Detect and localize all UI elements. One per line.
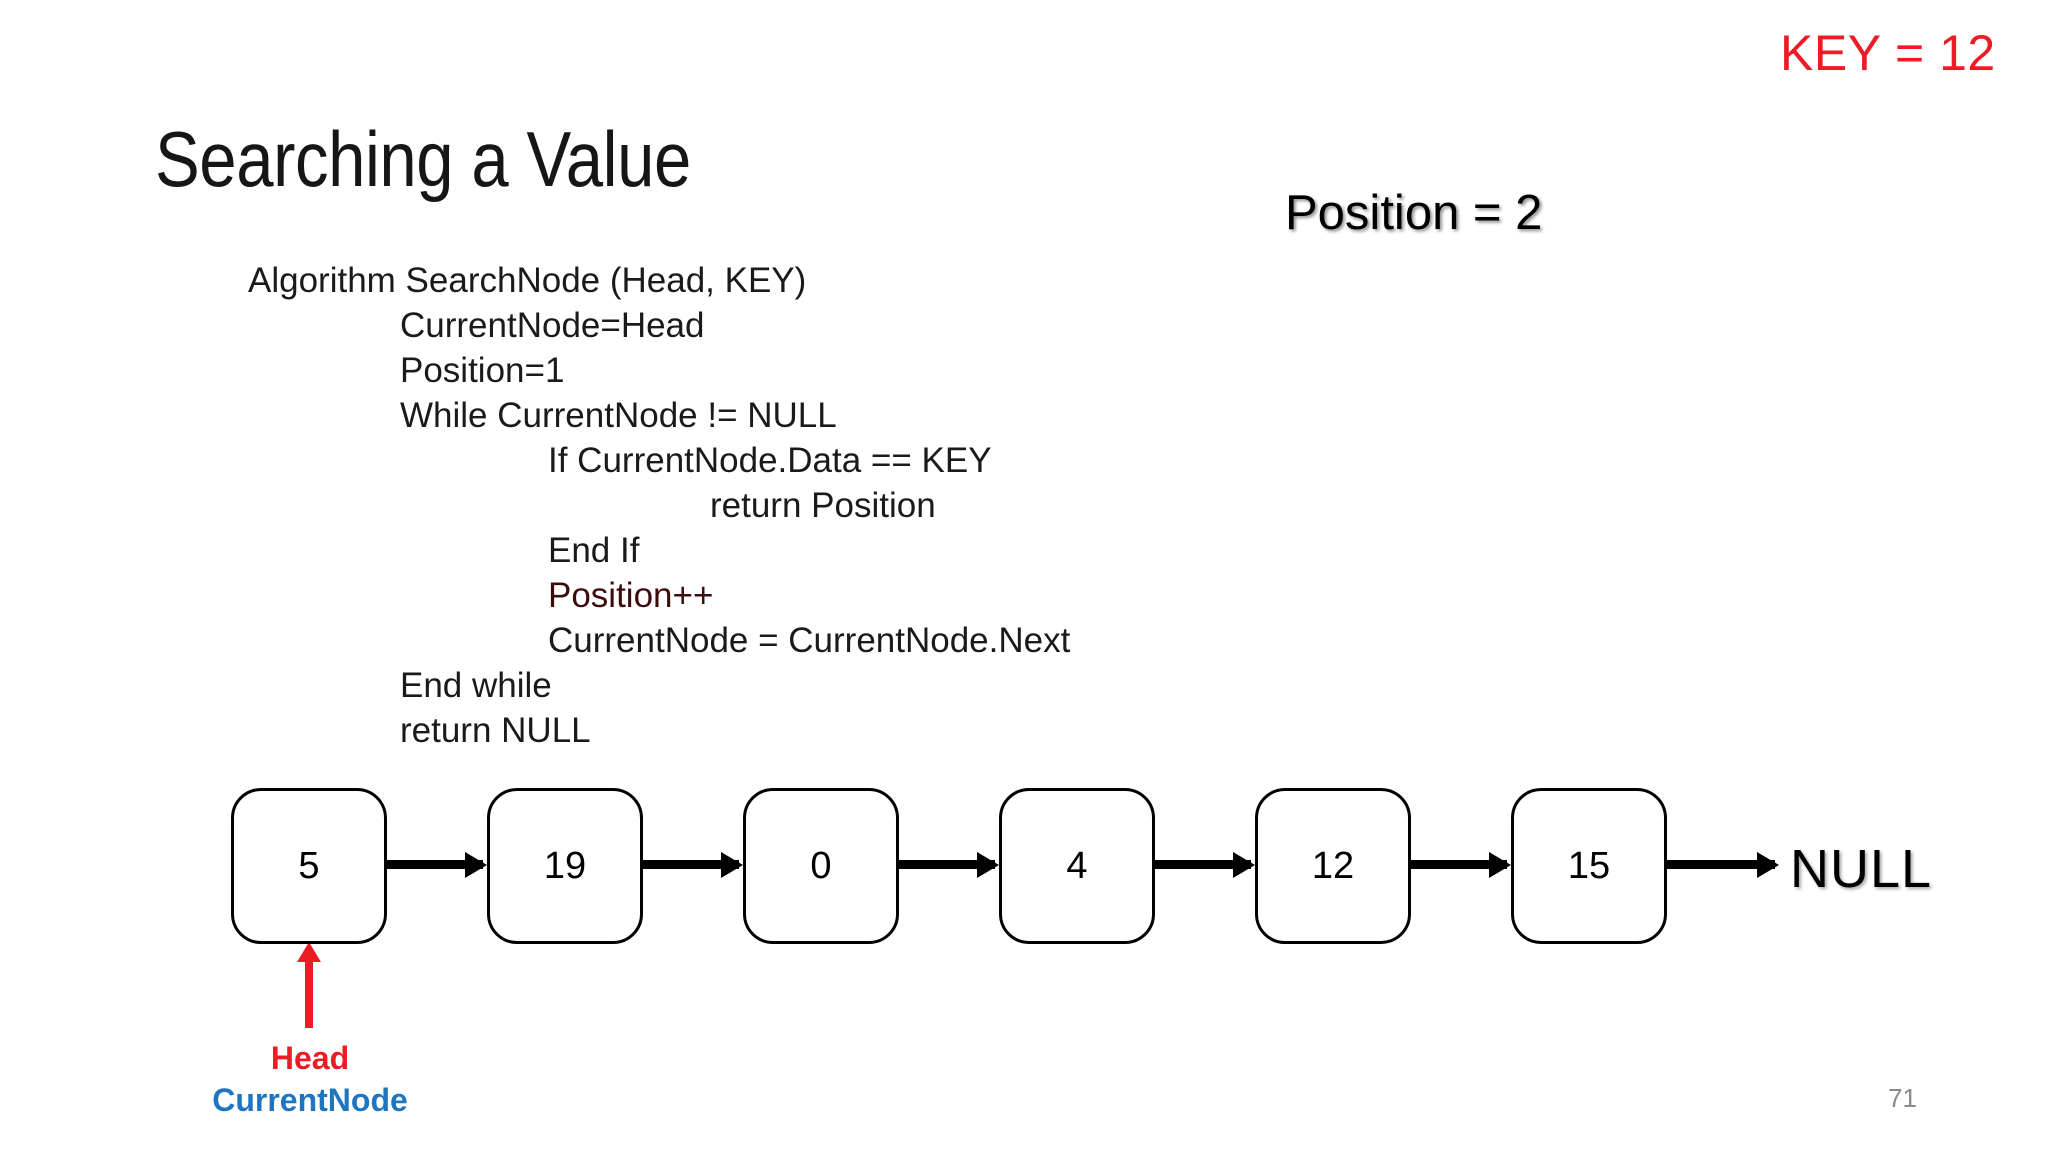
null-terminator-label: NULL — [1790, 839, 1933, 899]
list-node[interactable]: 0 — [743, 788, 899, 944]
list-node[interactable]: 15 — [1511, 788, 1667, 944]
code-line: return NULL — [400, 711, 591, 750]
page-title: Searching a Value — [155, 115, 691, 203]
code-line-highlighted: Position++ — [248, 573, 1348, 618]
next-pointer-arrow-icon — [1667, 860, 1775, 869]
code-line: Algorithm SearchNode (Head, KEY) — [248, 261, 807, 300]
code-line: CurrentNode=Head — [400, 306, 705, 345]
list-node[interactable]: 12 — [1255, 788, 1411, 944]
next-pointer-arrow-icon — [643, 860, 739, 869]
code-line: CurrentNode = CurrentNode.Next — [548, 621, 1071, 660]
list-node[interactable]: 19 — [487, 788, 643, 944]
next-pointer-arrow-icon — [1411, 860, 1507, 869]
key-value-label: KEY = 12 — [1780, 25, 1996, 81]
list-node[interactable]: 4 — [999, 788, 1155, 944]
next-pointer-arrow-icon — [387, 860, 483, 869]
position-value-label: Position = 2 — [1285, 186, 1543, 240]
code-line: Position=1 — [400, 351, 565, 390]
currentnode-pointer-label: CurrentNode — [212, 1082, 408, 1118]
page-number: 71 — [1888, 1083, 1917, 1113]
code-line: While CurrentNode != NULL — [400, 396, 837, 435]
list-node[interactable]: 5 — [231, 788, 387, 944]
next-pointer-arrow-icon — [899, 860, 995, 869]
head-pointer-label: Head — [270, 1040, 350, 1076]
code-line: End If — [548, 531, 640, 570]
algorithm-pseudocode-block: Algorithm SearchNode (Head, KEY) CurrentN… — [248, 258, 1348, 753]
code-line: End while — [400, 666, 552, 705]
head-pointer-arrow-icon — [305, 960, 313, 1028]
code-line: return Position — [710, 486, 936, 525]
code-line: If CurrentNode.Data == KEY — [548, 441, 992, 480]
next-pointer-arrow-icon — [1155, 860, 1251, 869]
